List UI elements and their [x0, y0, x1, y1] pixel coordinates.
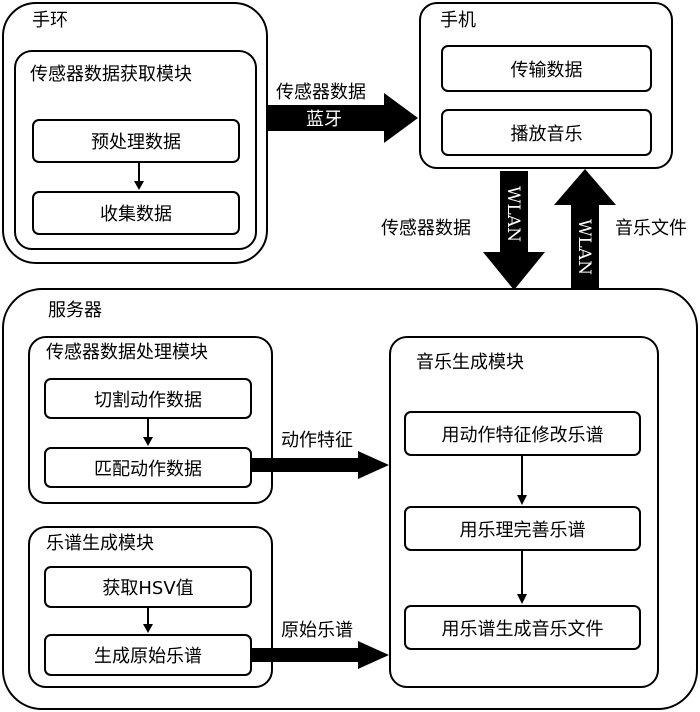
step-label: 获取HSV值 [102, 578, 194, 599]
step-preprocess-data: 预处理数据 [32, 119, 240, 163]
arrow-modify-to-refine [517, 456, 527, 505]
step-label: 传输数据 [510, 59, 583, 81]
step-label: 播放音乐 [510, 123, 583, 145]
sensor-acquisition-module-title: 传感器数据获取模块 [30, 64, 192, 85]
step-label: 用动作特征修改乐谱 [441, 424, 604, 446]
arrow-refine-to-generate [517, 551, 527, 604]
step-generate-music-file: 用乐谱生成音乐文件 [404, 605, 641, 650]
step-match-motion-data: 匹配动作数据 [44, 447, 252, 488]
link-label-raw-score: 原始乐谱 [281, 620, 353, 641]
step-label: 生成原始乐谱 [94, 646, 202, 667]
step-modify-score-with-features: 用动作特征修改乐谱 [404, 411, 641, 456]
step-play-music: 播放音乐 [441, 109, 652, 156]
step-label: 切割动作数据 [94, 389, 202, 411]
step-get-hsv: 获取HSV值 [44, 566, 252, 608]
bracelet-title: 手环 [32, 10, 68, 31]
link-label-sensor-data: 传感器数据 [276, 82, 366, 103]
server-title: 服务器 [48, 300, 102, 321]
music-generation-module-title: 音乐生成模块 [416, 352, 524, 373]
wlan-down-label: WLAN [503, 186, 523, 242]
arrow-features-to-music-module [252, 451, 389, 479]
score-generation-module-title: 乐谱生成模块 [46, 533, 154, 554]
step-refine-score-with-theory: 用乐理完善乐谱 [404, 506, 641, 551]
wlan-up-label: WLAN [574, 219, 594, 275]
phone-title: 手机 [440, 10, 476, 31]
step-label: 用乐谱生成音乐文件 [441, 618, 604, 640]
arrow-server-to-phone [554, 169, 616, 288]
link-label-bluetooth: 蓝牙 [306, 109, 342, 130]
link-label-sensor-data-down: 传感器数据 [381, 218, 471, 239]
arrow-preprocess-to-collect [134, 163, 144, 190]
step-transfer-data: 传输数据 [441, 45, 652, 92]
sensor-processing-module-title: 传感器数据处理模块 [46, 342, 208, 363]
step-label: 收集数据 [100, 204, 172, 225]
arrow-phone-to-server [483, 171, 545, 290]
arrow-cut-to-match [143, 419, 153, 446]
arrow-bracelet-to-phone [268, 93, 418, 143]
arrow-raw-score-to-music-module [252, 641, 389, 669]
step-label: 预处理数据 [91, 132, 181, 153]
step-generate-raw-score: 生成原始乐谱 [44, 634, 252, 676]
arrow-hsv-to-raw-score [143, 608, 153, 633]
step-label: 用乐理完善乐谱 [459, 519, 586, 541]
step-cut-motion-data: 切割动作数据 [44, 378, 252, 419]
link-label-music-file: 音乐文件 [615, 218, 687, 239]
step-label: 匹配动作数据 [94, 458, 202, 480]
link-label-motion-features: 动作特征 [281, 430, 353, 451]
step-collect-data: 收集数据 [32, 191, 240, 235]
